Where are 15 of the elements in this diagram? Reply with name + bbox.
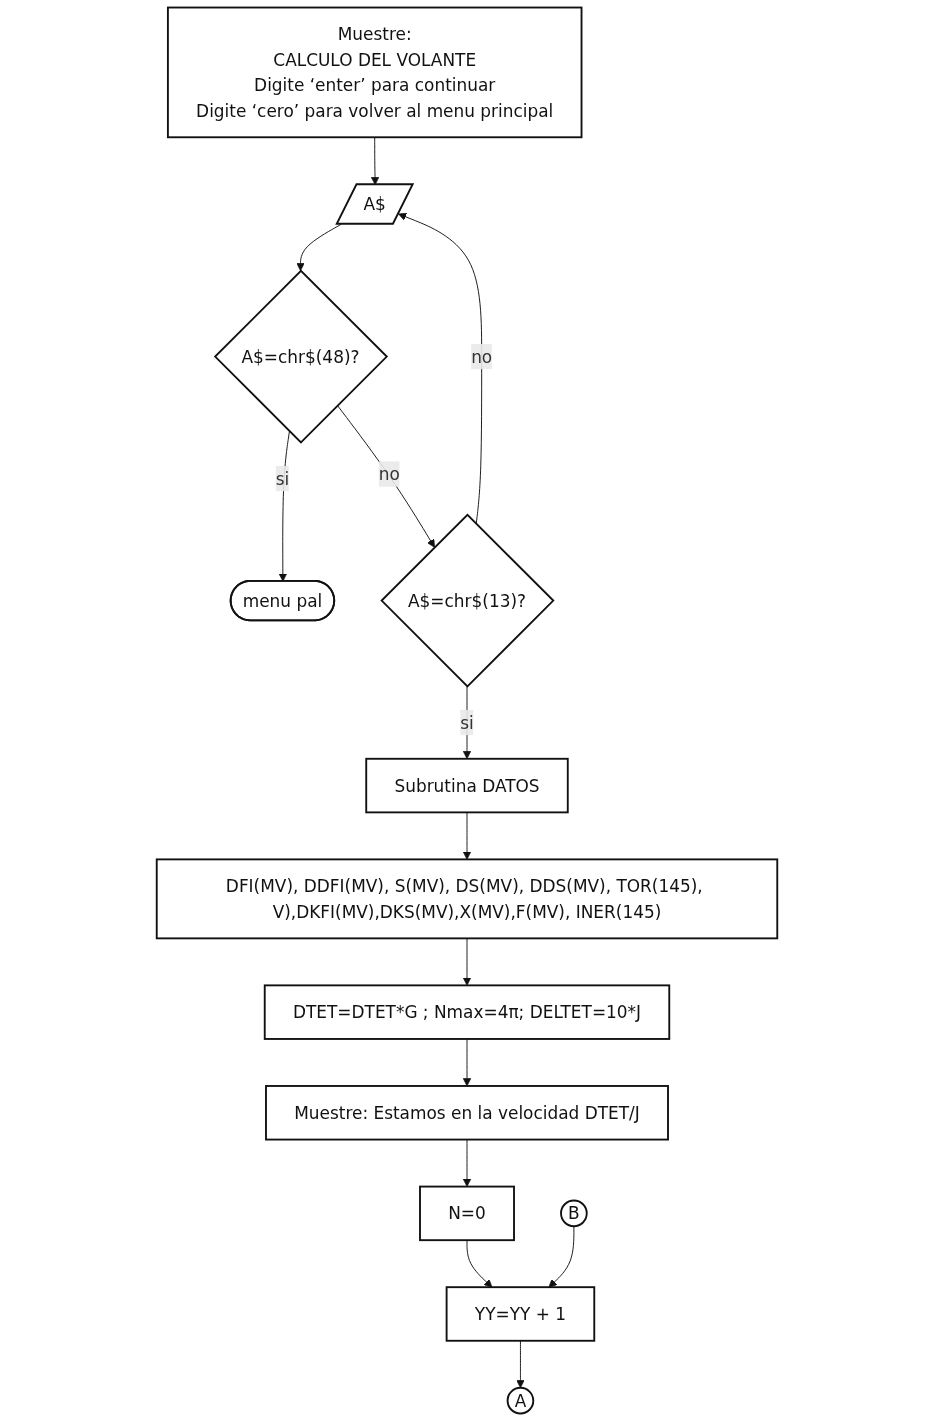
edge-label: si bbox=[275, 468, 290, 489]
edge-label: no bbox=[378, 464, 400, 484]
edge-label: no bbox=[471, 346, 493, 367]
node-box: DFI(MV), DDFI(MV), S(MV), DS(MV), DDS(MV), TOR(145), V),DKFI(MV),DKS(MV),X(MV),F(MV), INER(145) bbox=[155, 858, 779, 940]
node-box: YY=YY + 1 bbox=[445, 1286, 596, 1342]
node-diamond: A$=chr$(48)? bbox=[213, 269, 389, 444]
edge-label: si bbox=[460, 712, 474, 733]
node-box: Muestre: Estamos en la velocidad DTET/J bbox=[265, 1085, 669, 1141]
node-box: Muestre: CALCULO DEL VOLANTE Digite ‘enter’ para continuar Digite ‘cero’ para volver al menu principal bbox=[166, 6, 583, 139]
node-circle: A bbox=[506, 1386, 535, 1415]
node-circle: B bbox=[560, 1199, 588, 1228]
node-diamond: A$=chr$(13)? bbox=[380, 513, 555, 688]
node-box: N=0 bbox=[419, 1185, 515, 1242]
node-box: Subrutina DATOS bbox=[365, 757, 569, 814]
node-box: DTET=DTET*G ; Nmax=4π; DELTET=10*J bbox=[263, 984, 671, 1040]
